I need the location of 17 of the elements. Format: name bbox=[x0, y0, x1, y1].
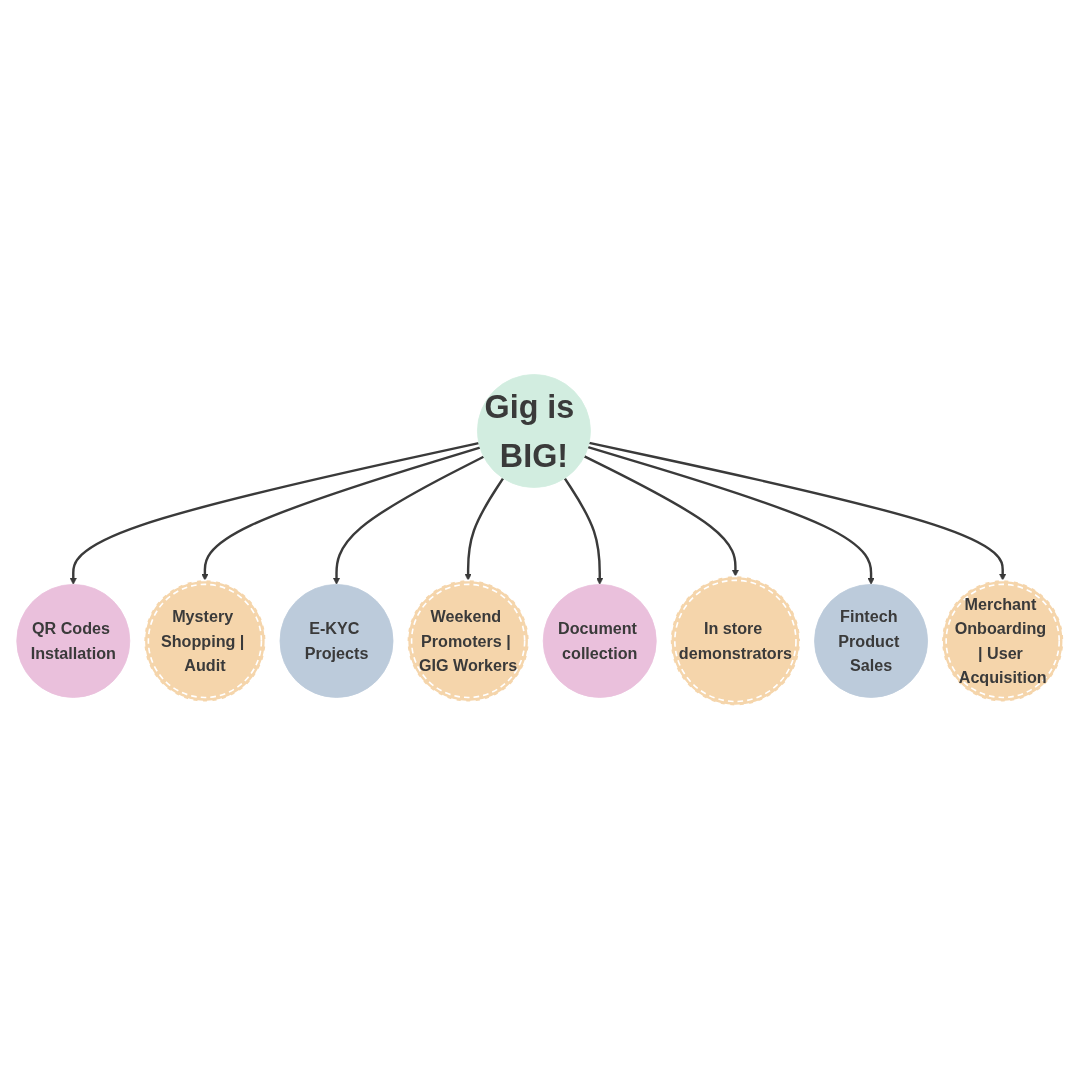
node-circle: E-KYC Projects bbox=[279, 584, 394, 698]
arrow bbox=[583, 455, 739, 577]
arrow bbox=[332, 455, 485, 585]
arrow bbox=[588, 441, 1007, 581]
arrow bbox=[464, 477, 505, 581]
node-circle: Gig is BIG! bbox=[477, 374, 591, 488]
node-circle: Document collection bbox=[542, 584, 657, 698]
node-circle: QR Codes Installation bbox=[16, 584, 131, 698]
node-circle: In store demonstrators bbox=[670, 575, 801, 707]
arrow bbox=[69, 441, 479, 585]
arrow bbox=[201, 446, 481, 581]
node-circle: Weekend Promoters | GIG Workers bbox=[406, 579, 530, 703]
arrow bbox=[587, 446, 875, 585]
node-circle: Fintech Product Sales bbox=[814, 584, 928, 698]
node-circle: Mystery Shopping | Audit bbox=[143, 579, 267, 703]
arrow bbox=[563, 477, 604, 585]
node-circle: Merchant Onboarding | User Acquisition bbox=[941, 579, 1065, 703]
